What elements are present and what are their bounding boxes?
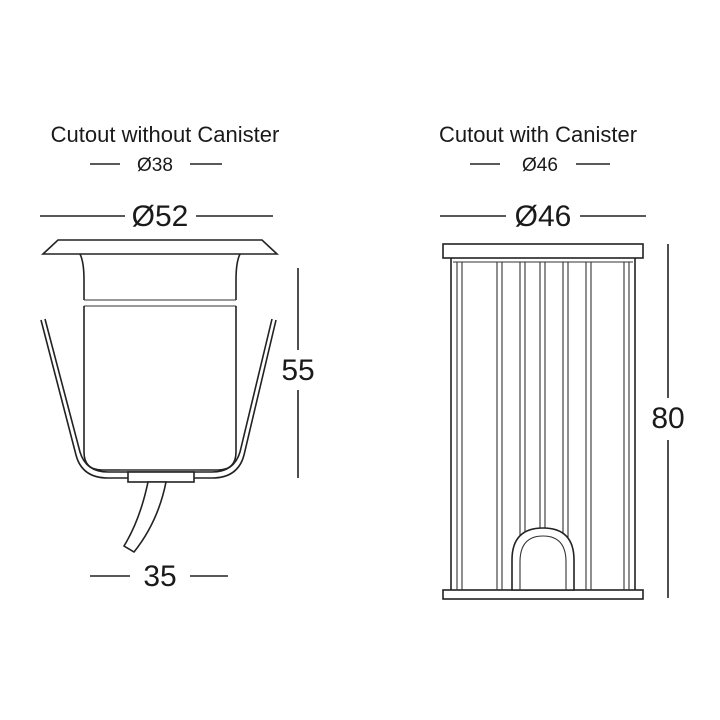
left-height-label: 55 — [281, 354, 314, 387]
left-cutout-label: Ø38 — [137, 155, 173, 176]
right-cutout-label: Ø46 — [522, 155, 558, 176]
left-view: Cutout without Canister Ø38 Ø52 — [40, 122, 315, 593]
left-cutout-dimension: Ø38 — [90, 155, 222, 176]
right-cutout-dimension: Ø46 — [470, 155, 610, 176]
right-canister-drawing — [442, 243, 644, 600]
left-top-diameter-label: Ø52 — [132, 200, 189, 233]
left-height-dimension: 55 — [281, 268, 315, 478]
right-title: Cutout with Canister — [439, 122, 637, 147]
right-top-diameter-label: Ø46 — [515, 200, 572, 233]
left-base-width-label: 35 — [143, 560, 176, 593]
left-light-drawing — [40, 239, 280, 554]
right-top-diameter-dimension: Ø46 — [440, 200, 646, 233]
left-top-diameter-dimension: Ø52 — [40, 200, 273, 233]
left-base-width-dimension: 35 — [90, 560, 228, 593]
right-view: Cutout with Canister Ø46 Ø46 — [439, 122, 685, 600]
right-height-dimension: 80 — [651, 244, 685, 598]
left-title: Cutout without Canister — [51, 122, 280, 147]
right-height-label: 80 — [651, 402, 684, 435]
